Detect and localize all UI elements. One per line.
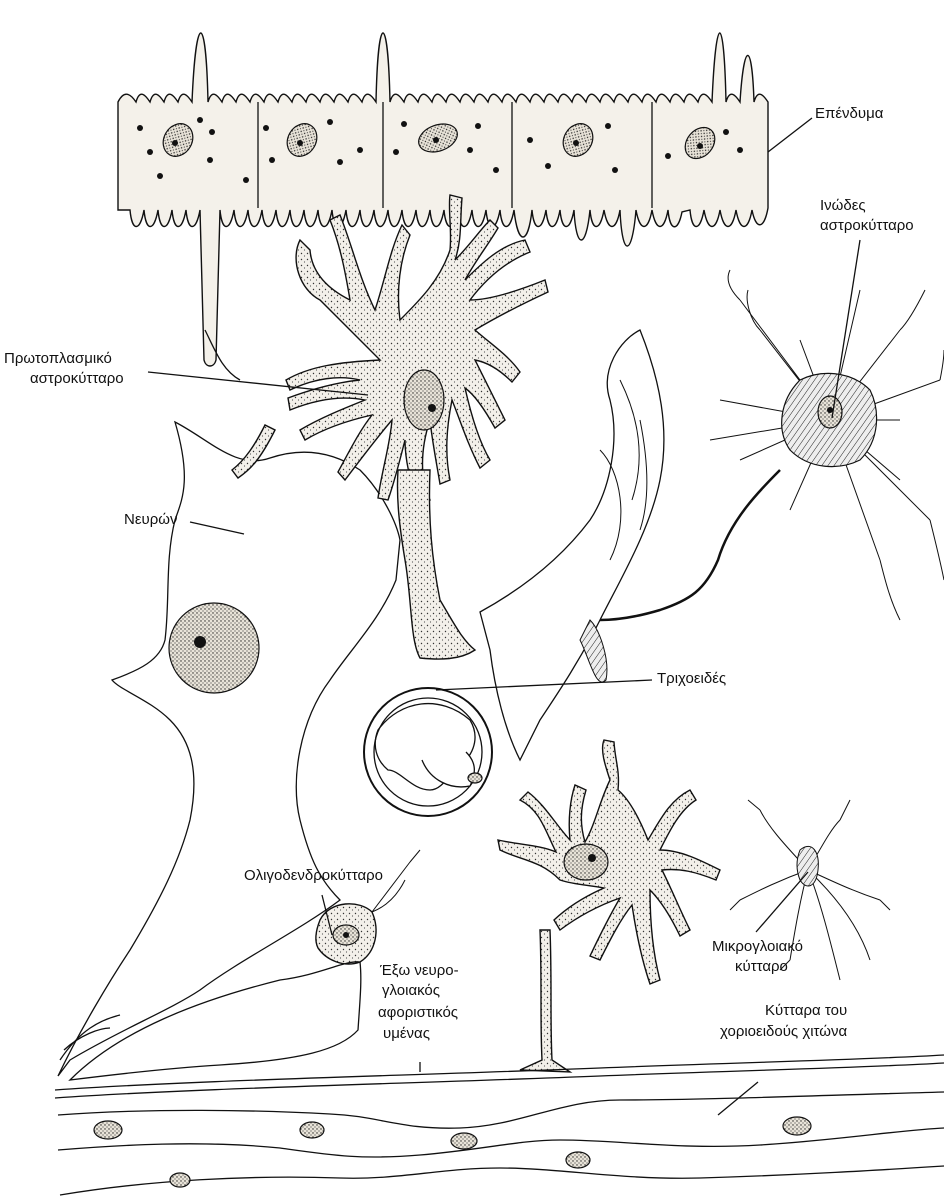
label-protoplasmic-astrocyte-line1: Πρωτοπλασμικό bbox=[4, 350, 112, 367]
fibrous-astrocyte bbox=[580, 270, 944, 682]
label-outer-membrane-line3: αφοριστικός bbox=[378, 1004, 458, 1021]
label-outer-membrane-line2: γλοιακός bbox=[382, 982, 440, 999]
label-protoplasmic-astrocyte-line2: αστροκύτταρο bbox=[30, 370, 124, 387]
label-neuron: Νευρών bbox=[124, 511, 177, 528]
lower-astrocyte bbox=[498, 740, 720, 1072]
label-microglia-line1: Μικρογλοιακό bbox=[712, 938, 803, 955]
choroid-layer bbox=[55, 1055, 944, 1195]
label-outer-membrane-line1: Έξω νευρο- bbox=[379, 962, 459, 979]
label-choroid-line1: Κύτταρα του bbox=[765, 1002, 847, 1019]
label-capillary: Τριχοειδές bbox=[657, 670, 726, 687]
label-microglia-line2: κύτταρο bbox=[735, 958, 788, 975]
label-fibrous-astrocyte-line1: Ινώδες bbox=[820, 197, 866, 214]
label-oligodendrocyte: Ολιγοδενδροκύτταρο bbox=[244, 867, 383, 884]
label-ependyma: Επένδυμα bbox=[815, 105, 884, 122]
label-outer-membrane-line4: υμένας bbox=[383, 1025, 430, 1042]
label-fibrous-astrocyte-line2: αστροκύτταρο bbox=[820, 217, 914, 234]
label-choroid-line2: χοριοειδούς χιτώνα bbox=[720, 1023, 847, 1040]
oligodendrocyte bbox=[60, 850, 420, 1080]
protoplasmic-astrocyte bbox=[232, 195, 548, 659]
